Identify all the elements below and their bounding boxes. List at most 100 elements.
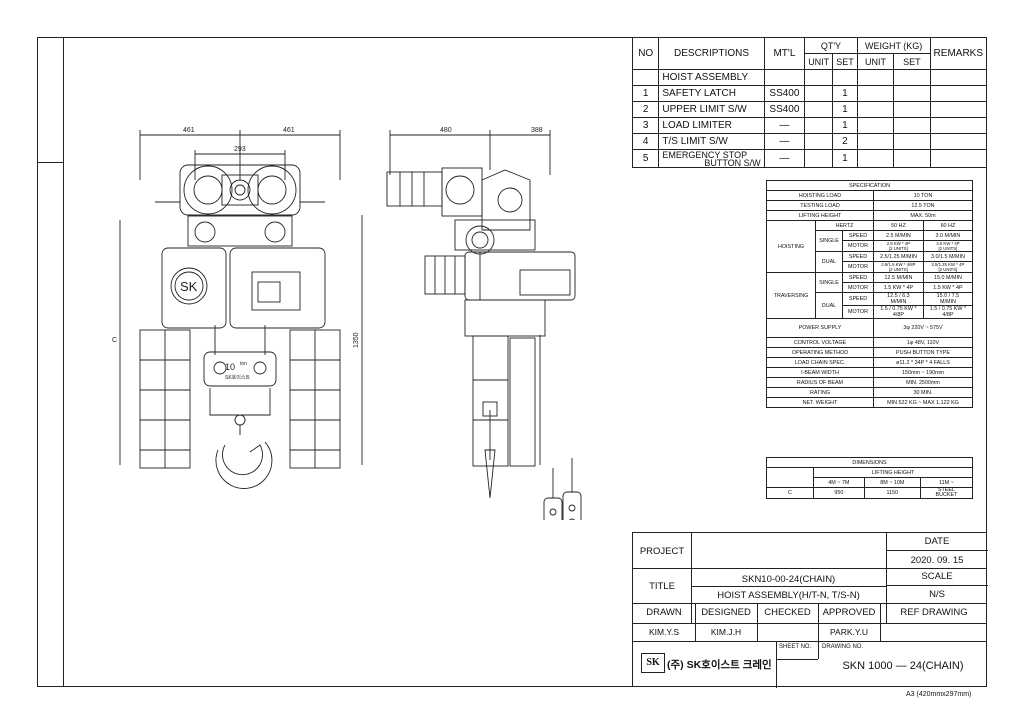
spec-cell: 2.9/1.5 KW * 4/8P <box>881 262 916 267</box>
bom-no: 3 <box>631 117 660 134</box>
dim-c: C <box>112 337 117 344</box>
bom-mtl: — <box>763 117 806 134</box>
spec-cell: 3.5/1.25 KW * 4P <box>931 262 965 267</box>
bom-no: 5 <box>631 149 660 168</box>
bom-desc: EMERGENCY STOP <box>662 150 748 160</box>
spec-single: SINGLE <box>815 272 843 293</box>
spec-label: HOISTING LOAD <box>766 190 874 201</box>
spec-cell: M/MIN <box>890 299 907 305</box>
spec-traversing: TRAVERSING <box>766 272 816 319</box>
spec-cell: [2 UNITS] <box>938 267 958 272</box>
paper-size: A3 (420mmx297mm) <box>906 691 972 698</box>
spec-value: 10 TON <box>873 190 973 201</box>
designed-value: KIM.J.H <box>710 627 742 637</box>
spec-hoisting: HOISTING <box>766 220 816 273</box>
spec-cell: 1.5 KW * 4P <box>873 282 924 293</box>
spec-motor: MOTOR <box>842 282 874 293</box>
spec-cell: 1.5 / 0.75 KW * <box>929 306 967 312</box>
dim-col: 8M ~ 10M <box>863 477 921 488</box>
spec-cell: 2.5 M/MIN <box>873 230 924 241</box>
pendant-controls <box>543 458 582 520</box>
spec-hertz-label: HERTZ <box>815 220 874 231</box>
drawing-no-value: SKN 1000 — 24(CHAIN) <box>842 660 964 672</box>
dim-col3c: BUCKET <box>935 492 958 498</box>
spec-cell: 4/8P <box>892 312 904 318</box>
sheet-border <box>37 37 987 687</box>
spec-cell: [2 UNITS] <box>888 246 908 251</box>
spec-value: PUSH BUTTON TYPE <box>873 347 973 358</box>
spec-value: MIN. 2500mm <box>873 377 973 388</box>
spec-value: 30 MIN. <box>873 387 973 398</box>
bom-mtl: SS400 <box>763 101 806 118</box>
bom-desc: LOAD LIMITER <box>658 117 765 134</box>
company-logo: SK <box>641 653 665 673</box>
spec-motor: MOTOR <box>842 240 874 252</box>
date-label: DATE <box>924 536 950 547</box>
front-view: SK 10 ton SK호이스트 <box>119 130 341 489</box>
spec-cell: [2 UNITS] <box>938 246 958 251</box>
dim-row-label: C <box>766 487 814 499</box>
bom-desc: UPPER LIMIT S/W <box>658 101 765 118</box>
bom-no: 2 <box>631 101 660 118</box>
dim-388: 388 <box>531 127 543 134</box>
binding-tab <box>37 37 63 163</box>
dim-value: 1150 <box>863 487 921 499</box>
bom-set: 2 <box>832 133 858 150</box>
bom-set: 1 <box>832 149 858 168</box>
spec-motor: MOTOR <box>842 261 874 273</box>
company-name: (주) SK호이스트 크레인 <box>667 659 772 671</box>
spec-cell: [2 UNITS] <box>888 267 908 272</box>
spec-title: SPECIFICATION <box>766 180 973 191</box>
side-view <box>361 130 576 499</box>
spec-label: LOAD CHAIN SPEC. <box>766 357 874 368</box>
bom-hdr-qty-set: SET <box>832 53 858 70</box>
bom-assembly: HOIST ASSEMBLY <box>658 69 765 86</box>
spec-label: RATING <box>766 387 874 398</box>
drawn-value: KIM.Y.S <box>648 627 680 637</box>
title-line2: HOIST ASSEMBLY(H/T-N, T/S-N) <box>717 590 860 601</box>
dim-value: 950 <box>813 487 865 499</box>
project-label: PROJECT <box>639 546 685 557</box>
spec-label: TESTING LOAD <box>766 200 874 211</box>
spec-cell: 12.5 M/MIN <box>873 272 924 283</box>
ton-plate-number: 10 <box>225 362 235 372</box>
bom-set: 1 <box>832 85 858 102</box>
bom-no: 4 <box>631 133 660 150</box>
bom-hdr-descriptions: DESCRIPTIONS <box>658 37 765 70</box>
sheet-inner-margin <box>63 37 64 687</box>
spec-dual: DUAL <box>815 251 843 273</box>
spec-label: RADIUS OF BEAM <box>766 377 874 388</box>
spec-cell: 3.5 KW * 4P <box>936 241 960 246</box>
hoist-drawing: 461 461 293 C 480 388 1350 SK <box>112 127 582 520</box>
title-label: TITLE <box>649 581 675 592</box>
bom-mtl: SS400 <box>763 85 806 102</box>
spec-cell: 1.5 KW * 4P <box>922 282 974 293</box>
spec-cell: 15.0 M/MIN <box>922 272 974 283</box>
bom-hdr-remarks: REMARKS <box>929 37 988 70</box>
dim-480: 480 <box>440 127 452 134</box>
spec-value: 150mm ~ 190mm <box>873 367 973 378</box>
bom-desc-line2: BUTTON S/W <box>704 158 761 168</box>
spec-value: 12.5 TON <box>873 200 973 211</box>
spec-motor: MOTOR <box>842 305 874 319</box>
spec-label: CONTROL VOLTAGE <box>766 337 874 348</box>
spec-speed: SPEED <box>842 272 874 283</box>
scale-value: N/S <box>929 589 945 600</box>
spec-cell: 15.0 / 7.5 <box>936 293 960 299</box>
dim-461-right: 461 <box>283 127 295 134</box>
bom-assembly-row: HOIST ASSEMBLY <box>631 69 988 86</box>
spec-label: OPERATING METHOD <box>766 347 874 358</box>
designed-label: DESIGNED <box>701 607 751 618</box>
dim-col: 11M ~ <box>919 477 974 488</box>
spec-value: ø11.2 * 34P * 4 FALLS <box>873 357 973 368</box>
bom-desc: SAFETY LATCH <box>658 85 765 102</box>
title-block: DATE 2020. 09. 15 PROJECT SCALE N/S TITL… <box>632 532 988 688</box>
date-value: 2020. 09. 15 <box>910 555 964 566</box>
approved-label: APPROVED <box>822 607 876 618</box>
spec-hz50: 50 HZ <box>873 220 924 231</box>
spec-speed: SPEED <box>842 292 874 306</box>
spec-hz60: 60 HZ <box>922 220 974 231</box>
